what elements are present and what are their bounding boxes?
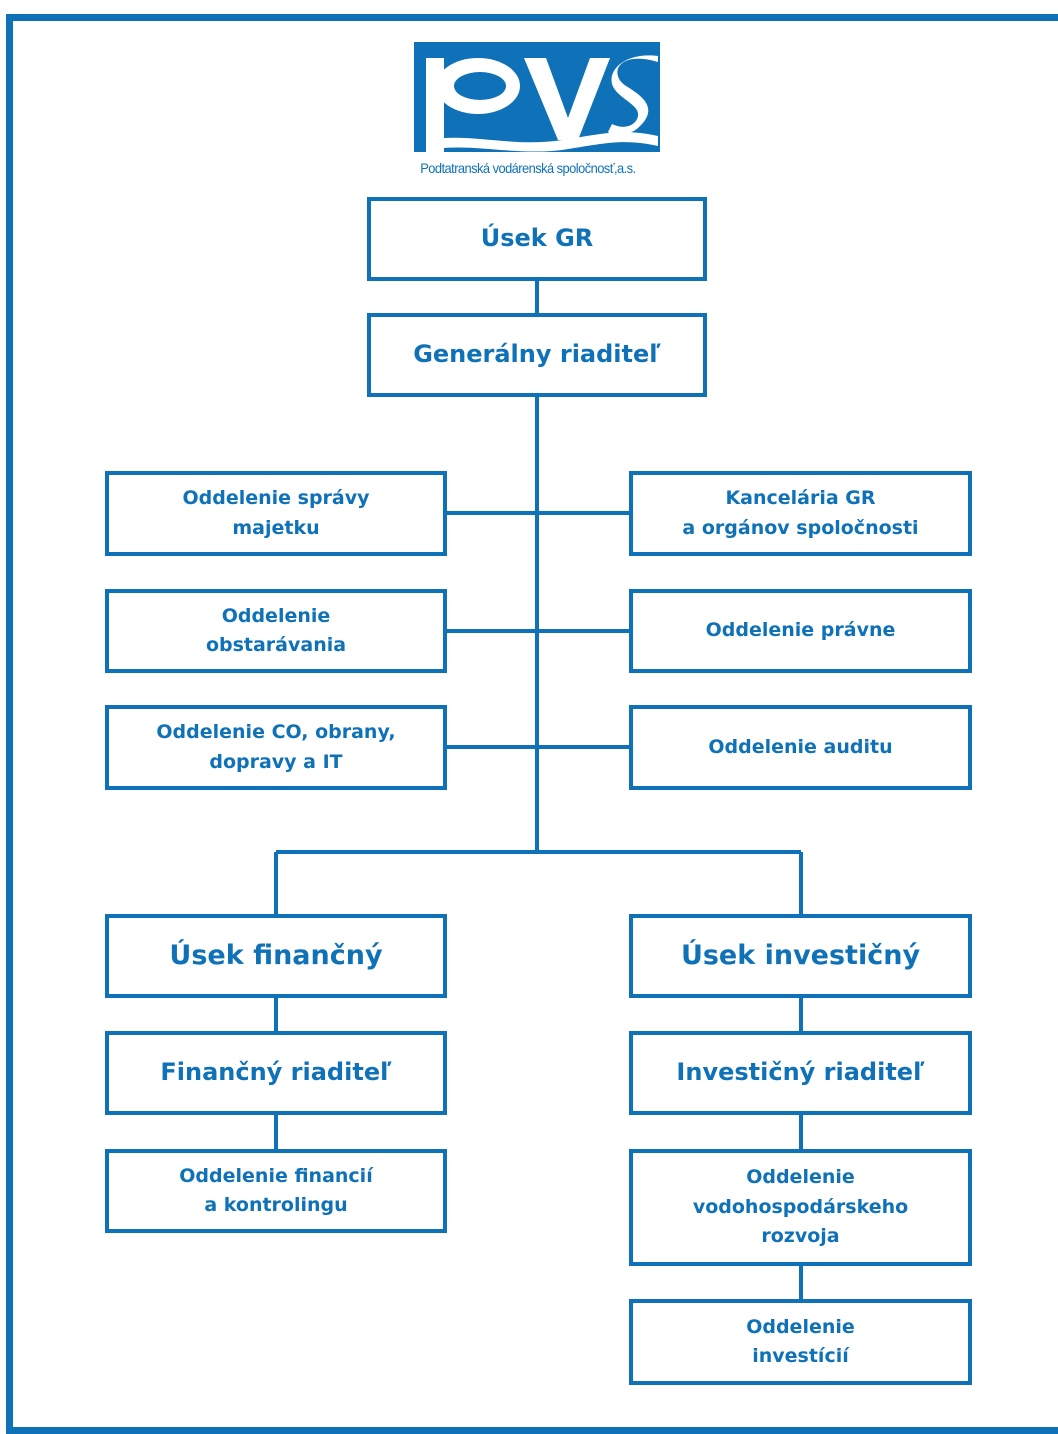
box-oddelenie-financii-kontrolingu: Oddelenie financií a kontrolingu [105, 1149, 447, 1233]
box-kancelaria-gr: Kancelária GR a orgánov spoločnosti [629, 471, 972, 556]
pvs-logo [414, 42, 660, 152]
logo-tagline: Podtatranská vodárenská spoločnosť,a.s. [420, 160, 636, 176]
box-financny-riaditel: Finančný riaditeľ [105, 1031, 447, 1115]
box-oddelenie-vodohospodarskeho-rozvoja: Oddelenie vodohospodárskeho rozvoja [629, 1149, 972, 1266]
box-investicny-riaditel: Investičný riaditeľ [629, 1031, 972, 1115]
box-oddelenie-spravy-majetku: Oddelenie správy majetku [105, 471, 447, 556]
box-oddelenie-investicii: Oddelenie investícií [629, 1299, 972, 1385]
box-generalny-riaditel: Generálny riaditeľ [367, 313, 707, 397]
box-oddelenie-obstaravania: Oddelenie obstarávania [105, 589, 447, 673]
box-usek-investicny: Úsek investičný [629, 914, 972, 998]
box-oddelenie-pravne: Oddelenie právne [629, 589, 972, 673]
box-oddelenie-co-obrany-dopravy-it: Oddelenie CO, obrany, dopravy a IT [105, 705, 447, 790]
box-usek-financny: Úsek finančný [105, 914, 447, 998]
box-usek-gr: Úsek GR [367, 197, 707, 281]
box-oddelenie-auditu: Oddelenie auditu [629, 705, 972, 790]
